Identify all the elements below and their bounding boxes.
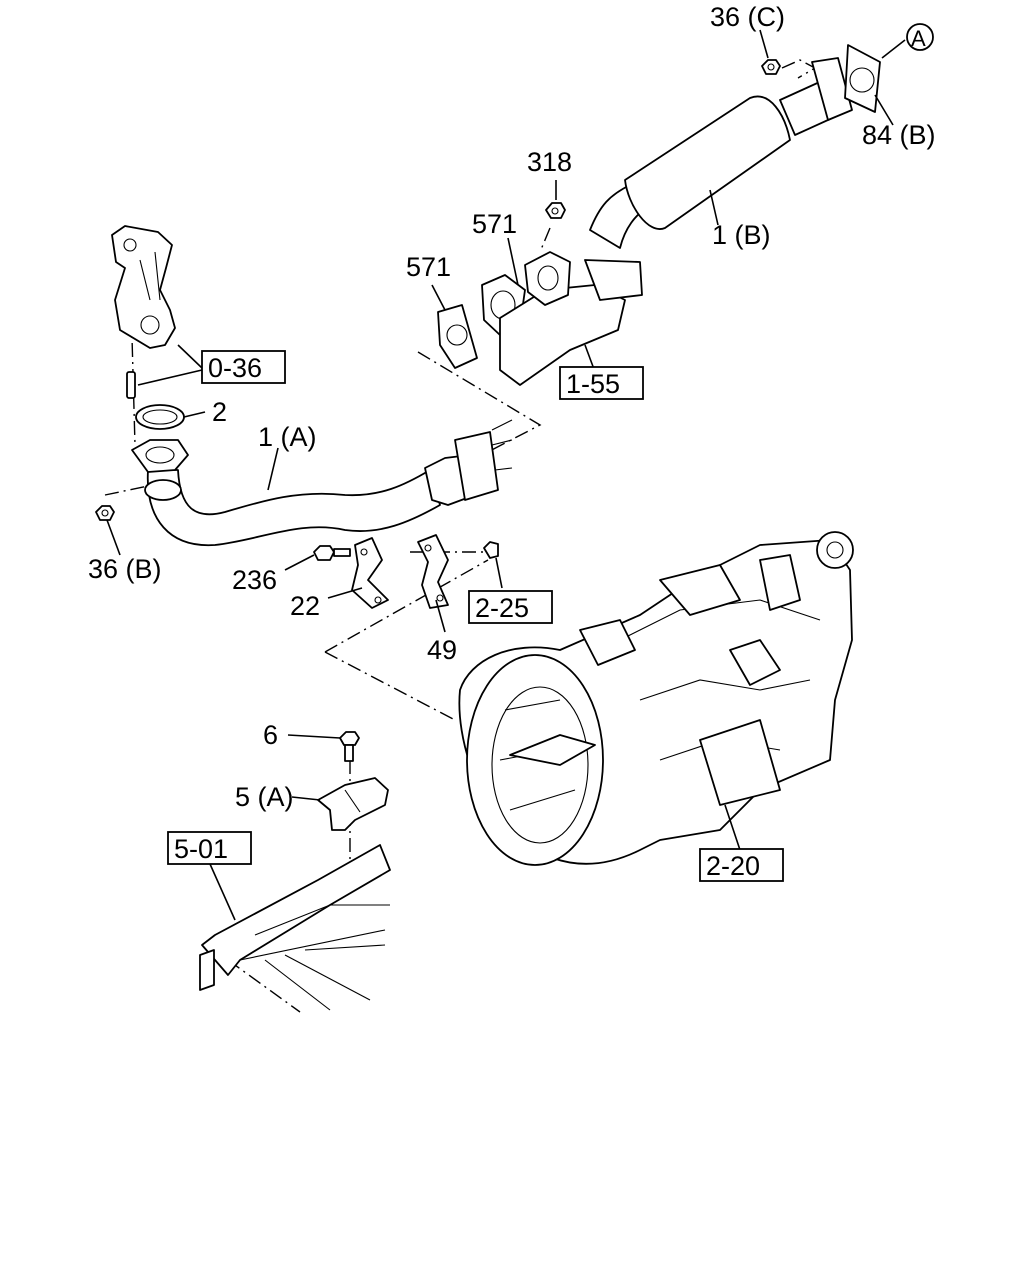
chassis-frame [199,844,391,1011]
clamp-49 [417,534,449,609]
leader-lines [106,29,906,921]
ref-box-1-55 [559,366,644,400]
label-2: 2 [212,397,227,427]
label-36b: 36 (B) [88,554,162,584]
label-49: 49 [427,635,457,665]
clamp-22 [351,537,389,609]
label-1-55: 1-55 [566,369,620,399]
intermediate-pipe-assembly [481,251,643,386]
label-318: 318 [527,147,572,177]
bolt-small-2-25 [483,541,499,559]
label-0-36: 0-36 [208,353,262,383]
nut-318 [545,202,566,219]
label-236: 236 [232,565,277,595]
nut-36b [95,505,115,521]
ref-box-2-20 [699,848,784,882]
stud [126,371,136,399]
label-571-upper: 571 [472,209,517,239]
nut-36c [761,59,781,75]
gasket-ring-2 [135,404,185,430]
ref-circle-a [906,23,934,51]
bolt-6 [339,731,360,762]
ref-box-0-36 [201,350,286,384]
label-84b: 84 (B) [862,120,936,150]
label-5-01: 5-01 [174,834,228,864]
muffler [589,44,881,249]
bolt-236 [313,545,351,561]
front-exhaust-pipe [131,419,513,547]
label-6: 6 [263,720,278,750]
ref-box-5-01 [167,831,252,865]
label-1a: 1 (A) [258,422,317,452]
label-36c: 36 (C) [710,2,785,32]
label-5a: 5 (A) [235,782,294,812]
label-22: 22 [290,591,320,621]
transmission [458,531,854,866]
label-a: A [911,26,926,51]
label-2-25: 2-25 [475,593,529,623]
label-1b: 1 (B) [712,220,771,250]
ref-box-2-25 [468,590,553,624]
bracket-5a [317,777,389,831]
exhaust-manifold [111,225,176,349]
label-2-20: 2-20 [706,851,760,881]
label-571-lower: 571 [406,252,451,282]
gasket-571-left [437,304,478,369]
